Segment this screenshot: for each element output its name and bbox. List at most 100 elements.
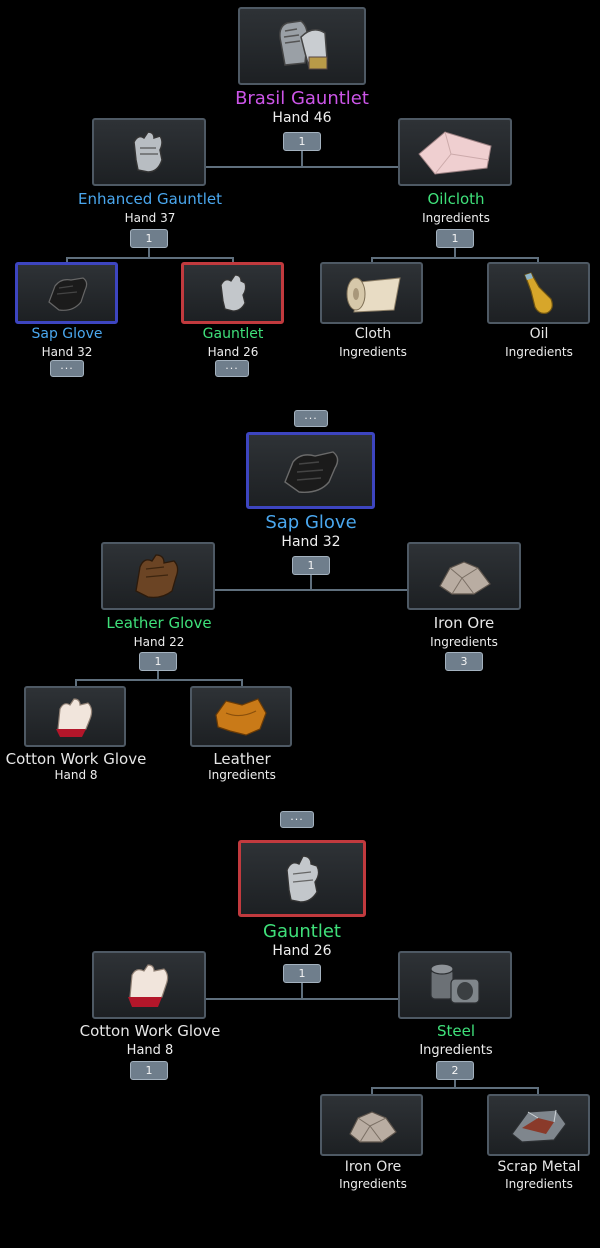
- sap-glove-icon: [47, 277, 87, 311]
- item-type: Ingredients: [505, 345, 573, 359]
- gauntlet-icon: [286, 854, 320, 903]
- item-slot-sap-glove[interactable]: [15, 262, 118, 324]
- cotton-glove-icon: [56, 697, 93, 737]
- quantity-badge: 1: [292, 556, 330, 575]
- connector-line: [371, 1087, 373, 1095]
- quantity-badge: 1: [130, 229, 168, 248]
- item-type: Hand 26: [207, 345, 259, 359]
- item-type: Ingredients: [339, 345, 407, 359]
- item-slot-iron-ore[interactable]: [320, 1094, 423, 1156]
- connector-line: [371, 257, 373, 263]
- item-type: Ingredients: [208, 768, 276, 782]
- item-name: Scrap Metal: [497, 1159, 581, 1175]
- item-slot-gauntlet[interactable]: [181, 262, 284, 324]
- item-type: Ingredients: [505, 1177, 573, 1191]
- item-slot-sap-glove[interactable]: [246, 432, 375, 509]
- connector-line: [301, 983, 303, 999]
- leather-glove-icon: [135, 554, 179, 599]
- item-type: Hand 46: [272, 110, 332, 126]
- gauntlet-icon: [219, 274, 246, 312]
- quantity-badge: 1: [283, 132, 321, 151]
- steel-ingot-icon: [430, 963, 480, 1004]
- connector-line: [75, 679, 243, 681]
- connector-line: [537, 1087, 539, 1095]
- item-type: Ingredients: [339, 1177, 407, 1191]
- oil-bottle-icon: [523, 272, 553, 314]
- item-type: Hand 26: [272, 943, 332, 959]
- scrap-metal-icon: [510, 1109, 567, 1143]
- quantity-badge: 3: [445, 652, 483, 671]
- item-name: Cotton Work Glove: [5, 750, 147, 768]
- item-name: Cloth: [354, 326, 392, 342]
- item-type: Hand 37: [124, 211, 176, 225]
- connector-line: [66, 257, 234, 259]
- item-name: Gauntlet: [263, 921, 341, 942]
- item-type: Hand 22: [133, 635, 185, 649]
- item-slot-iron-ore[interactable]: [407, 542, 521, 610]
- item-name: Sap Glove: [31, 326, 103, 342]
- connector-line: [75, 679, 77, 687]
- item-type: Ingredients: [422, 211, 490, 225]
- item-slot-steel[interactable]: [398, 951, 512, 1019]
- connector-line: [454, 1079, 456, 1088]
- connector-line: [66, 257, 68, 263]
- item-name: Iron Ore: [433, 614, 495, 632]
- connector-line: [301, 150, 303, 167]
- item-type: Ingredients: [430, 635, 498, 649]
- item-name: Enhanced Gauntlet: [78, 190, 222, 208]
- item-slot-leather[interactable]: [190, 686, 292, 747]
- cloth-roll-icon: [346, 277, 401, 313]
- item-slot-cloth[interactable]: [320, 262, 423, 324]
- item-slot-oil[interactable]: [487, 262, 590, 324]
- item-name: Leather Glove: [106, 614, 212, 632]
- gauntlet-icon: [133, 131, 163, 173]
- item-slot-brasil-gauntlet[interactable]: [238, 7, 366, 85]
- item-name: Sap Glove: [265, 512, 357, 533]
- oilcloth-icon: [418, 131, 492, 175]
- quantity-badge: 2: [436, 1061, 474, 1080]
- leather-hide-icon: [215, 697, 267, 736]
- connector-line: [205, 166, 399, 168]
- item-name: Leather: [213, 750, 271, 768]
- item-type: Hand 32: [41, 345, 93, 359]
- gauntlet-icon: [279, 20, 328, 70]
- quantity-badge: 1: [139, 652, 177, 671]
- connector-line: [454, 246, 456, 258]
- expand-more-button[interactable]: ···: [50, 360, 84, 377]
- item-slot-enhanced-gauntlet[interactable]: [92, 118, 206, 186]
- quantity-badge: 1: [283, 964, 321, 983]
- connector-line: [241, 679, 243, 687]
- item-name: Oilcloth: [427, 190, 485, 208]
- connector-line: [205, 998, 399, 1000]
- expand-more-button[interactable]: ···: [215, 360, 249, 377]
- quantity-badge: 1: [130, 1061, 168, 1080]
- connector-line: [537, 257, 539, 263]
- item-slot-gauntlet[interactable]: [238, 840, 366, 917]
- item-slot-oilcloth[interactable]: [398, 118, 512, 186]
- connector-line: [371, 257, 539, 259]
- item-name: Iron Ore: [344, 1159, 402, 1175]
- iron-ore-icon: [348, 1111, 397, 1143]
- item-slot-scrap-metal[interactable]: [487, 1094, 590, 1156]
- connector-line: [148, 246, 150, 258]
- connector-line: [310, 575, 312, 590]
- item-slot-cotton-work-glove[interactable]: [24, 686, 126, 747]
- item-name: Oil: [529, 326, 549, 342]
- quantity-badge: 1: [436, 229, 474, 248]
- item-type: Hand 8: [54, 768, 98, 782]
- item-type: Hand 32: [281, 534, 341, 550]
- connector-line: [232, 257, 234, 263]
- expand-more-button[interactable]: ···: [280, 811, 314, 828]
- connector-line: [157, 670, 159, 680]
- item-slot-cotton-work-glove[interactable]: [92, 951, 206, 1019]
- connector-line: [214, 589, 407, 591]
- item-slot-leather-glove[interactable]: [101, 542, 215, 610]
- item-name: Cotton Work Glove: [79, 1022, 221, 1040]
- cotton-glove-icon: [128, 964, 169, 1007]
- sap-glove-icon: [283, 450, 338, 493]
- item-type: Ingredients: [419, 1043, 493, 1058]
- item-name: Gauntlet: [202, 326, 264, 342]
- connector-line: [371, 1087, 539, 1089]
- expand-more-button[interactable]: ···: [294, 410, 328, 427]
- item-name: Steel: [436, 1022, 476, 1040]
